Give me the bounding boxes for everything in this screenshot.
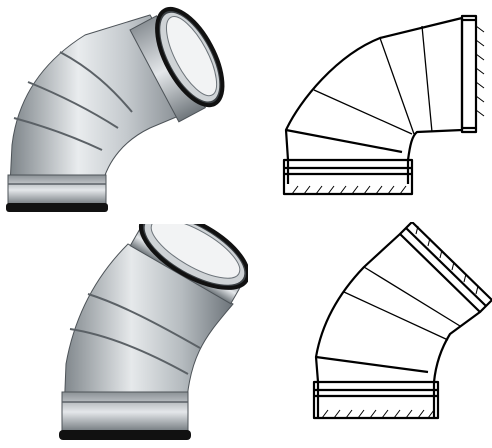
elbow-90-drawing (262, 10, 492, 210)
elbow-45-photo (48, 224, 248, 448)
elbow-90-photo (0, 0, 236, 222)
elbow-45-drawing (300, 222, 492, 446)
